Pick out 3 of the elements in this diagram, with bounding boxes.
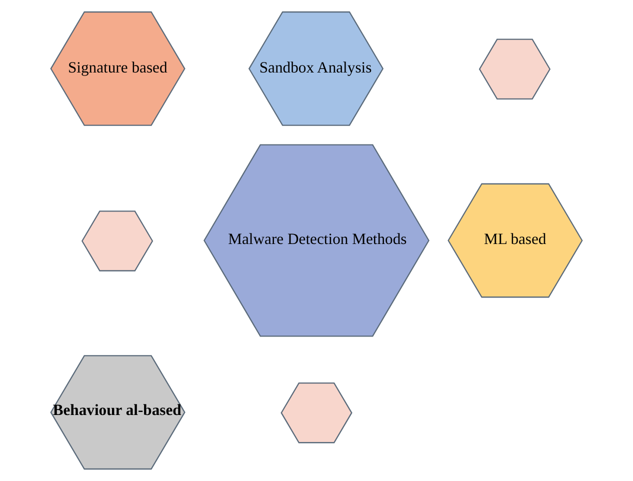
node-hexagon bbox=[81, 210, 154, 272]
node-hexagon bbox=[280, 382, 352, 444]
node-hexagon bbox=[478, 38, 551, 100]
